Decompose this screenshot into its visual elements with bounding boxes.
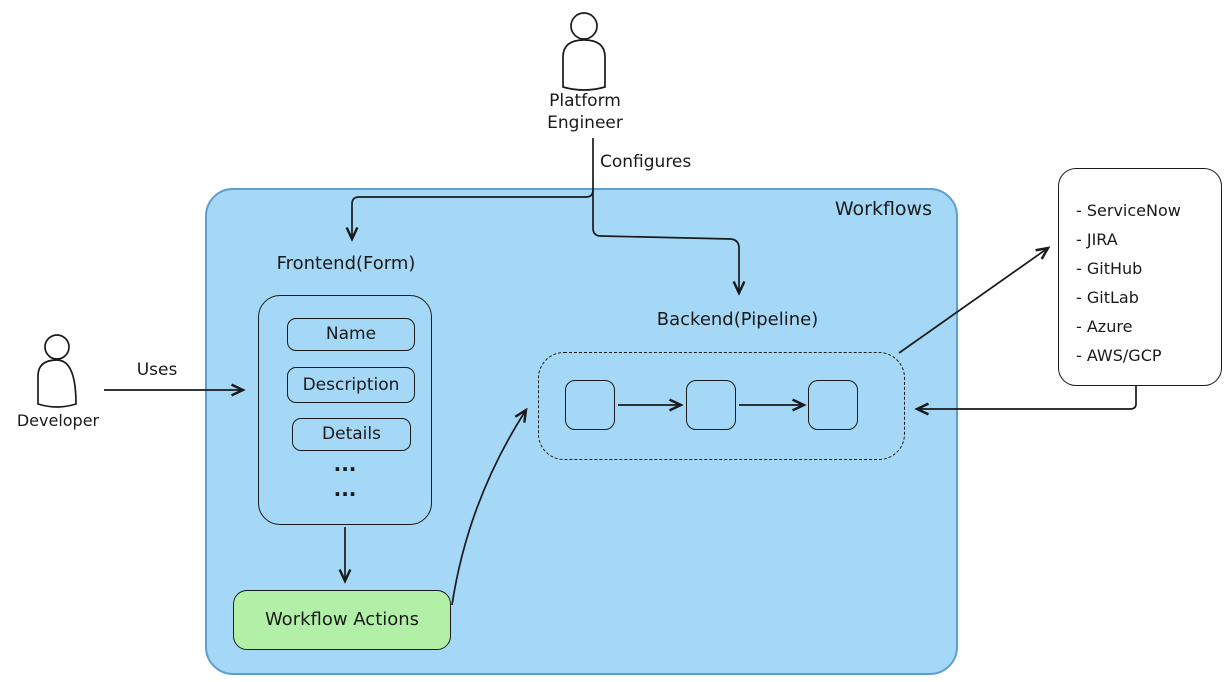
integration-item-github: - GitHub [1076,259,1143,278]
integrations-list: - ServiceNow - JIRA - GitHub - GitLab - … [1076,196,1181,370]
form-ellipsis-2: ... [333,477,357,501]
platform-engineer-label-line2: Engineer [547,113,623,133]
integration-item-gitlab: - GitLab [1076,288,1139,307]
form-field-description: Description [287,367,415,403]
frontend-label: Frontend(Form) [276,253,416,274]
pipeline-step-2 [686,380,736,430]
developer-label: Developer [16,411,100,430]
workflow-actions-box: Workflow Actions [233,590,451,650]
form-field-details: Details [292,418,411,451]
backend-pipeline-box [538,352,905,460]
platform-engineer-label: Platform Engineer [522,90,648,134]
integration-item-jira: - JIRA [1076,230,1118,249]
frontend-form-box [258,295,432,525]
platform-engineer-icon [562,12,606,91]
platform-engineer-label-line1: Platform [549,91,621,111]
pipeline-step-1 [565,380,615,430]
configures-label: Configures [600,152,692,172]
form-field-name: Name [287,318,415,351]
backend-label: Backend(Pipeline) [656,309,819,330]
developer-icon [37,334,77,408]
pipeline-step-3 [808,380,858,430]
integrations-box [1058,168,1222,386]
integration-item-awsgcp: - AWS/GCP [1076,346,1162,365]
integration-item-servicenow: - ServiceNow [1076,201,1181,220]
form-ellipsis-1: ... [333,452,357,476]
workflows-title: Workflows [834,198,932,220]
uses-label: Uses [136,360,178,380]
integration-item-azure: - Azure [1076,317,1133,336]
